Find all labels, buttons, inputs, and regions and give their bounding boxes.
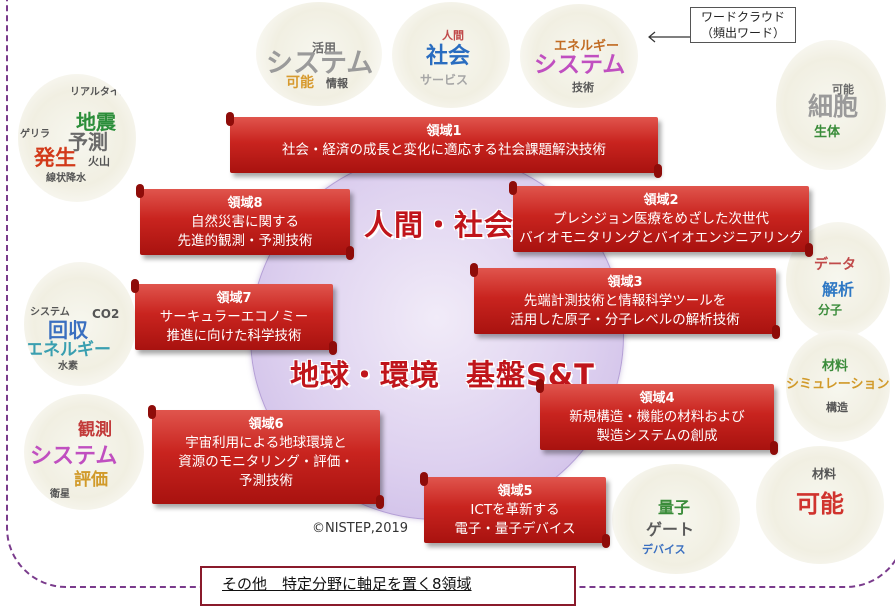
region-title: 領域6 (248, 417, 284, 432)
cloud-word: システム (266, 48, 374, 79)
cloud-word: システム (30, 307, 70, 318)
cloud-word: 回収 (48, 318, 88, 342)
cloud-word: 地震 (76, 110, 116, 134)
cloud-word: 材料 (822, 359, 849, 374)
cloud-word: 量子 (658, 498, 691, 517)
cloud-word: 分子 (818, 303, 843, 317)
region-desc-line: プレシジョン医療をめざした次世代 (553, 211, 769, 227)
word-cloud-7: システム CO2 回収 エネルギー 水素 (24, 262, 136, 386)
cloud-word: デバイス (642, 543, 686, 556)
region-desc-line: 自然災害に関する (191, 214, 299, 230)
cloud-word: 材料 (812, 467, 837, 481)
cloud-word: 人間 (442, 29, 464, 42)
word-cloud-9: 観測 システム 評価 衛星 (24, 394, 144, 510)
cloud-word: CO2 (92, 307, 120, 321)
cloud-word: 可能 (286, 75, 314, 91)
cloud-word: 線状降水 (46, 173, 86, 184)
cloud-word: システム (30, 444, 118, 469)
word-cloud-8: 材料 シミュレーション 構造 (786, 330, 890, 442)
region-6-scroll: 領域6 宇宙利用による地球環境と 資源のモニタリング・評価・ 予測技術 (148, 405, 384, 509)
word-cloud-5: リアルタイム 地震 ゲリラ 予測 発生 火山 線状降水 (18, 74, 136, 202)
footer-text: その他 特定分野に軸足を置く8領域 (222, 575, 472, 593)
region-7-scroll: 領域7 サーキュラーエコノミー 推進に向けた科学技術 (131, 279, 337, 355)
callout-line1: ワードクラウド (700, 10, 785, 24)
cloud-word: システム (534, 52, 626, 78)
cloud-word: エネルギー (26, 340, 111, 360)
region-desc-line: 電子・量子デバイス (454, 521, 576, 537)
domain-label-environment: 地球・環境 (290, 358, 441, 392)
cloud-word: 予測 (68, 130, 108, 154)
region-title: 領域2 (643, 193, 679, 208)
cloud-word: 活用 (312, 41, 337, 55)
domain-label-society: 人間・社会 (364, 208, 515, 242)
cloud-word: 発生 (34, 146, 76, 170)
region-desc-line: 社会・経済の成長と変化に適応する社会課題解決技術 (282, 142, 606, 158)
region-3-scroll: 領域3 先端計測技術と情報科学ツールを 活用した原子・分子レベルの解析技術 (470, 263, 780, 339)
region-desc-line: ICTを革新する (470, 502, 560, 518)
region-2-scroll: 領域2 プレシジョン医療をめざした次世代 バイオモニタリングとバイオエンジニアリ… (509, 181, 813, 257)
cloud-word: サービス (420, 73, 469, 87)
cloud-word: 評価 (74, 470, 108, 490)
region-5-scroll: 領域5 ICTを革新する 電子・量子デバイス (420, 472, 610, 548)
region-desc-line: 予測技術 (239, 473, 293, 489)
cloud-word: 可能 (832, 83, 854, 96)
cloud-word: 可能 (796, 490, 844, 518)
cloud-word: 技術 (572, 81, 594, 94)
cloud-word: 情報 (326, 77, 348, 90)
region-title: 領域7 (216, 291, 252, 306)
cloud-word: 水素 (58, 361, 78, 372)
word-cloud-10: 量子 ゲート デバイス (612, 464, 740, 574)
cloud-word: 火山 (88, 155, 110, 168)
region-desc-line: 先端計測技術と情報科学ツールを (523, 293, 727, 309)
region-desc-line: 製造システムの創成 (596, 428, 718, 444)
word-cloud-2: 社会 サービス 人間 (392, 2, 510, 108)
region-1-scroll: 領域1 社会・経済の成長と変化に適応する社会課題解決技術 (226, 112, 662, 178)
region-title: 領域8 (227, 196, 263, 211)
cloud-word: エネルギー (554, 39, 620, 54)
region-4-scroll: 領域4 新規構造・機能の材料および 製造システムの創成 (536, 379, 778, 455)
region-desc-line: 資源のモニタリング・評価・ (178, 454, 354, 470)
word-cloud-callout: ワードクラウド （頻出ワード） (690, 7, 796, 43)
region-desc-line: 宇宙利用による地球環境と (185, 435, 347, 451)
region-desc-line: 先進的観測・予測技術 (177, 233, 313, 249)
region-desc-line: サーキュラーエコノミー (159, 309, 309, 325)
word-cloud-1: 活用 システム 可能 情報 (256, 2, 382, 106)
region-title: 領域3 (607, 275, 643, 290)
cloud-word: データ (814, 257, 856, 273)
region-title: 領域1 (426, 124, 462, 139)
region-desc-line: バイオモニタリングとバイオエンジニアリング (519, 230, 803, 246)
cloud-word: 生体 (814, 125, 841, 140)
cloud-word: ゲート (646, 520, 695, 539)
cloud-word: 社会 (426, 44, 471, 69)
cloud-word: 構造 (826, 401, 848, 414)
cloud-word: ゲリラ (20, 129, 50, 140)
word-cloud-11: 材料 可能 (756, 446, 884, 564)
region-title: 領域5 (497, 484, 533, 499)
cloud-word: シミュレーション (786, 377, 890, 392)
word-cloud-3: エネルギー システム 技術 (520, 4, 638, 108)
region-8-scroll: 領域8 自然災害に関する 先進的観測・予測技術 (136, 184, 354, 260)
region-desc-line: 活用した原子・分子レベルの解析技術 (510, 312, 740, 328)
cloud-word: 衛星 (50, 489, 70, 500)
copyright-text: ©NISTEP,2019 (312, 521, 409, 536)
region-title: 領域4 (639, 391, 675, 406)
word-cloud-4: 可能 細胞 生体 (776, 40, 886, 170)
cloud-word: 細胞 (808, 92, 859, 121)
callout-line2: （頻出ワード） (700, 26, 785, 40)
region-desc-line: 推進に向けた科学技術 (166, 328, 302, 344)
footer-box: その他 特定分野に軸足を置く8領域 (200, 566, 576, 606)
cloud-word: リアルタイム (70, 87, 130, 98)
callout-arrow-icon (648, 31, 690, 43)
region-desc-line: 新規構造・機能の材料および (569, 409, 745, 425)
cloud-word: 観測 (78, 420, 112, 440)
cloud-word: 解析 (822, 280, 855, 299)
